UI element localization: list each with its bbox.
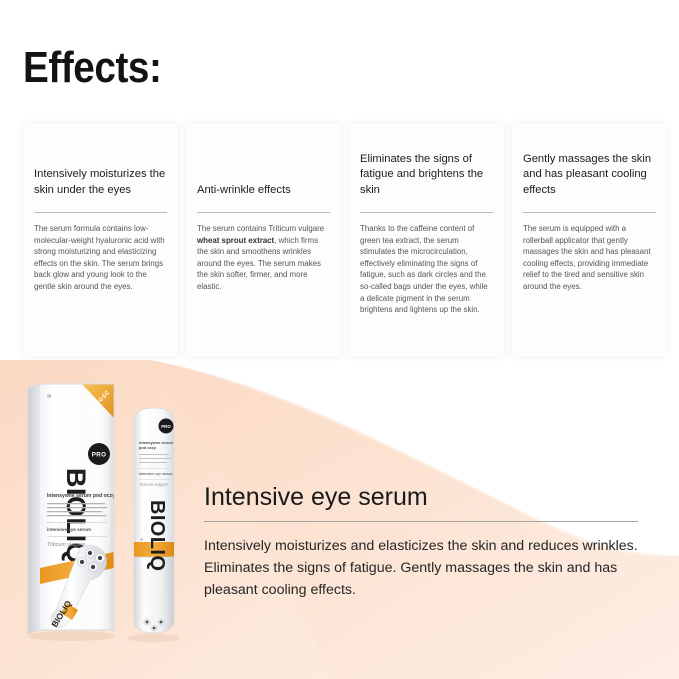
effect-card-body: The serum is equipped with a rollerball … [523,224,651,291]
page-title: Effects: [23,43,162,92]
promo-title: Intensive eye serum [204,483,428,511]
svg-text:PRO: PRO [92,452,107,459]
effect-card-body: The serum formula contains low-molecular… [34,224,165,291]
svg-text:Triticum vulgare: Triticum vulgare [47,542,85,548]
svg-text:intensive eye serum: intensive eye serum [139,472,172,476]
effect-card-body: The serum contains Triticum vulgare whea… [197,224,325,291]
effect-card-heading-zone: Eliminates the signs of fatigue and brig… [360,136,493,198]
svg-text:Intensywne serum pod oczy: Intensywne serum pod oczy [47,493,115,499]
effect-card-heading: Anti-wrinkle effects [197,183,291,196]
effect-card-heading-zone: Anti-wrinkle effects [197,136,330,198]
product-image: Nowość BIOLIQ ® PRO Intensywne serum pod… [20,372,210,657]
svg-text:®: ® [139,538,144,541]
effect-card-heading: Intensively moisturizes the skin under t… [34,168,166,196]
effect-card-divider [360,212,493,213]
svg-text:intensywne serum: intensywne serum [139,440,173,445]
svg-text:BIOLIQ: BIOLIQ [146,500,168,571]
effect-card-heading-zone: Gently massages the skin and has pleasan… [523,136,656,198]
effect-card-divider [197,212,330,213]
effect-card-divider [34,212,167,213]
effect-card-4: Gently massages the skin and has pleasan… [512,124,667,356]
effects-card-row: Intensively moisturizes the skin under t… [23,124,668,356]
promo-description: Intensively moisturizes and elasticizes … [204,538,638,598]
svg-text:pod oczy: pod oczy [139,445,157,450]
svg-text:PRO: PRO [161,424,171,429]
svg-text:®: ® [45,394,52,398]
effect-card-heading-zone: Intensively moisturizes the skin under t… [34,136,167,198]
promo-divider [204,521,638,522]
effect-card-heading: Gently massages the skin and has pleasan… [523,152,652,196]
effect-card-2: Anti-wrinkle effects The serum contains … [186,124,341,356]
effect-card-heading: Eliminates the signs of fatigue and brig… [360,152,484,196]
effect-card-divider [523,212,656,213]
product-tube: PRO intensywne serum pod oczy intensive … [128,407,180,643]
effect-card-1: Intensively moisturizes the skin under t… [23,124,178,356]
product-box: Nowość BIOLIQ ® PRO Intensywne serum pod… [27,383,116,641]
promo-block: Intensive eye serum Intensively moisturi… [204,482,638,601]
svg-text:intensive eye serum: intensive eye serum [47,527,91,532]
svg-text:Triticum vulgare: Triticum vulgare [139,482,169,487]
effect-card-body: Thanks to the caffeine content of green … [360,224,488,315]
effect-card-3: Eliminates the signs of fatigue and brig… [349,124,504,356]
